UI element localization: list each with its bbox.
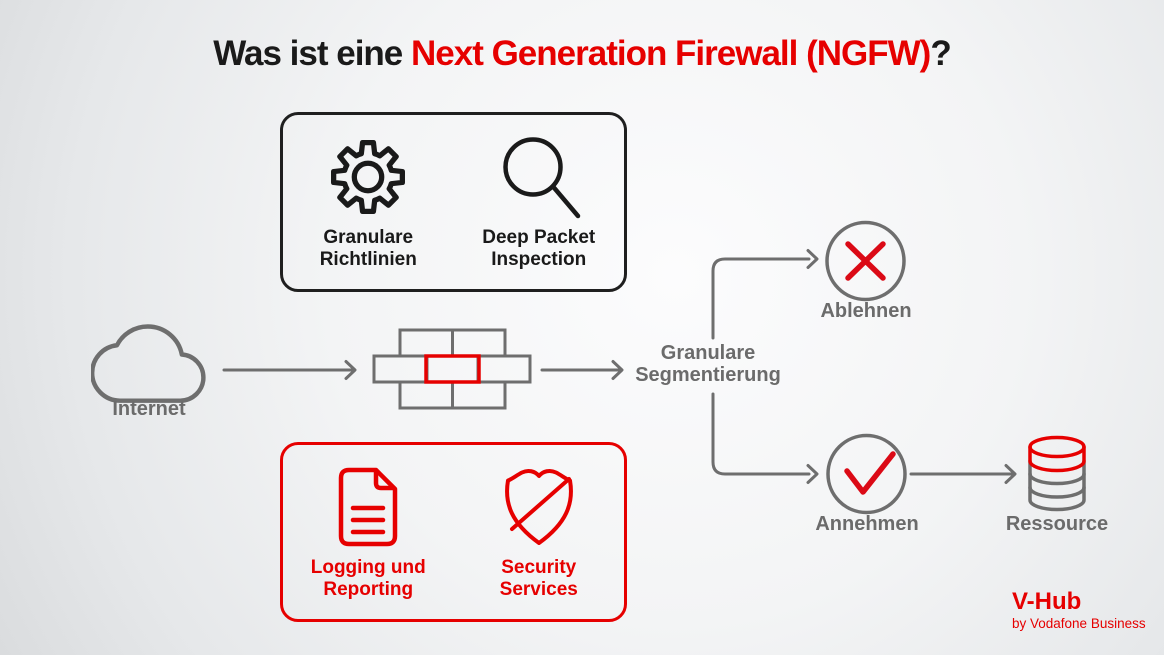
firewall-bricks-icon <box>372 328 532 410</box>
document-icon <box>338 457 398 557</box>
feature-label: Security Services <box>499 557 578 600</box>
arrow-firewall-to-segmentation <box>540 360 624 380</box>
database-icon <box>1028 435 1086 512</box>
title-suffix: ? <box>930 34 951 73</box>
resource-label: Ressource <box>1005 513 1109 535</box>
feature-label: Logging und Reporting <box>310 557 426 600</box>
feature-label: Deep Packet Inspection <box>482 227 596 270</box>
capabilities-box-top: Granulare Richtlinien Deep Packet Inspec… <box>280 112 627 292</box>
title-highlight: Next Generation Firewall (NGFW) <box>410 34 931 73</box>
arrow-internet-to-firewall <box>222 360 357 380</box>
reject-label: Ablehnen <box>820 300 912 322</box>
vhub-tagline: by Vodafone Business <box>1012 616 1146 631</box>
segmentation-label: Granulare Segmentierung <box>635 342 781 386</box>
feature-granular-policies: Granulare Richtlinien <box>283 115 454 289</box>
vhub-logo: V-Hub by Vodafone Business <box>1012 588 1146 632</box>
title-prefix: Was ist eine <box>213 34 411 73</box>
capabilities-box-bottom: Logging und Reporting Security Services <box>280 442 627 622</box>
cloud-icon <box>91 324 206 403</box>
firewall-highlight-brick <box>424 354 481 384</box>
magnifier-icon <box>497 127 581 227</box>
gear-icon <box>329 127 407 227</box>
connector-segmentation-to-reject <box>711 249 819 340</box>
feature-security-services: Security Services <box>454 445 625 619</box>
internet-label: Internet <box>112 398 186 420</box>
accept-label: Annehmen <box>815 513 919 535</box>
feature-logging-reporting: Logging und Reporting <box>283 445 454 619</box>
accept-circle-icon <box>826 433 907 515</box>
page-title: Was ist eine Next Generation Firewall (N… <box>0 34 1164 74</box>
vhub-brand-text: V-Hub <box>1012 588 1082 615</box>
reject-circle-icon <box>825 220 906 302</box>
x-mark-icon <box>845 241 886 281</box>
connector-segmentation-to-accept <box>711 392 819 484</box>
feature-label: Granulare Richtlinien <box>319 227 417 270</box>
arrow-accept-to-resource <box>909 464 1017 484</box>
check-mark-icon <box>844 451 896 495</box>
feature-deep-packet-inspection: Deep Packet Inspection <box>454 115 625 289</box>
shield-icon <box>495 457 583 557</box>
